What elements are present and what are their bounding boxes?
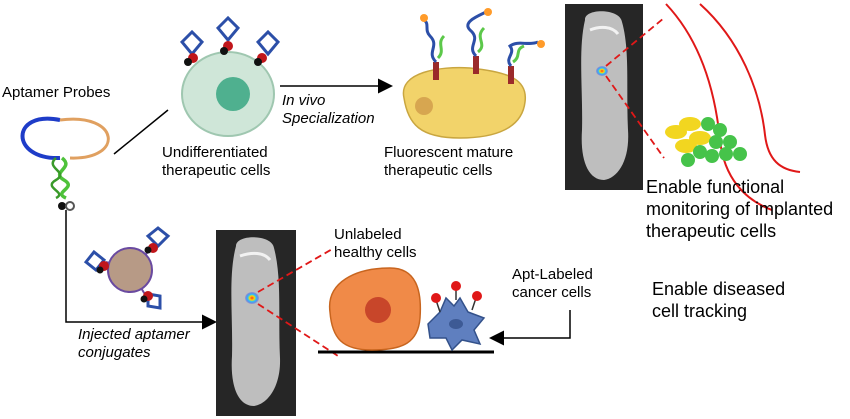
healthy-cell-icon bbox=[329, 267, 422, 351]
aptamer-conjugate-icon bbox=[83, 226, 171, 310]
aptamer-icon bbox=[254, 29, 281, 66]
enable-diseased-cell-tracking-label: Enable diseased cell tracking bbox=[652, 279, 786, 321]
aptamer-icon bbox=[215, 15, 241, 55]
fluorescent-aptamer-icon bbox=[420, 14, 446, 80]
mouse-photo-top bbox=[565, 4, 643, 190]
in-vivo-specialization-label: In vivo Specialization bbox=[282, 92, 375, 127]
connector-line bbox=[113, 109, 169, 155]
blood-vessel-wall bbox=[699, 3, 801, 173]
apt-labeled-cancer-cells-label: Apt-Labeled cancer cells bbox=[512, 266, 593, 301]
injection-arrow bbox=[65, 210, 217, 330]
undifferentiated-cells-label: Undifferentiated therapeutic cells bbox=[162, 144, 271, 179]
aptamer-probes-label: Aptamer Probes bbox=[2, 84, 111, 101]
fluorescent-mature-cell-icon bbox=[402, 8, 545, 139]
zoom-dashed-line bbox=[605, 17, 665, 67]
cancer-cell-icon bbox=[427, 281, 486, 352]
injected-aptamer-conjugates-label: Injected aptamer conjugates bbox=[78, 326, 190, 361]
fluorescent-aptamer-icon bbox=[466, 8, 492, 74]
implanted-cells-cluster bbox=[665, 117, 747, 167]
mouse-photo-bottom bbox=[216, 230, 296, 416]
undifferentiated-cell-icon bbox=[179, 15, 281, 137]
zoom-dashed-line bbox=[257, 247, 335, 293]
zoom-dashed-line bbox=[257, 303, 339, 357]
zoom-dashed-line bbox=[605, 75, 665, 159]
apt-labeled-pointer-arrow bbox=[489, 310, 571, 346]
enable-functional-monitoring-label: Enable functional monitoring of implante… bbox=[646, 177, 834, 241]
aptamer-probe-icon bbox=[20, 116, 110, 211]
fluorescent-aptamer-icon bbox=[507, 40, 545, 84]
aptamer-icon bbox=[179, 29, 205, 66]
fluorescent-mature-cells-label: Fluorescent mature therapeutic cells bbox=[384, 144, 514, 179]
aptamer-label-icon bbox=[431, 281, 482, 313]
unlabeled-healthy-cells-label: Unlabeled healthy cells bbox=[334, 226, 417, 261]
